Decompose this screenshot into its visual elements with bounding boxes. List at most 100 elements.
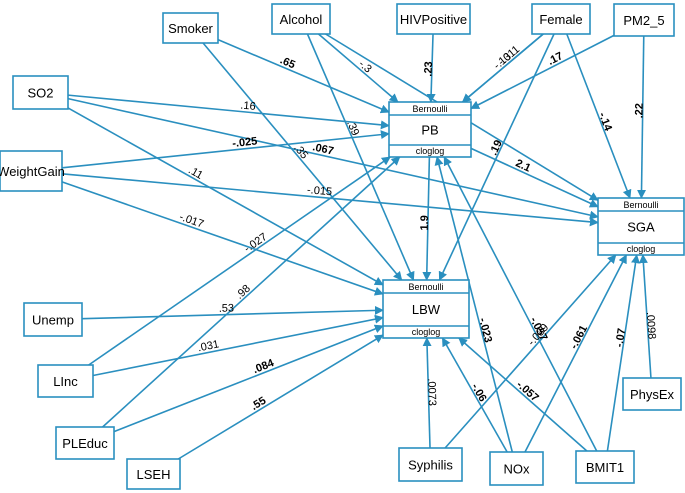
node-label: Unemp [32,313,74,328]
node-hivpositive: HIVPositive [396,3,471,35]
node-box [575,450,635,484]
node-unemp: Unemp [23,302,83,337]
node-box [12,75,69,110]
edge-pleduc-to-pb [102,156,401,428]
node-label: HIVPositive [400,12,467,27]
node-label: BMIT1 [586,460,624,475]
edge-label: -.027 [242,231,269,255]
edge-female-to-sga [566,33,632,199]
node-label: PhysEx [630,387,675,402]
edge-label: .17 [546,50,565,68]
node-box [622,377,682,411]
node-box [162,12,219,44]
node-label: Smoker [168,21,213,36]
edge-bmit1-to-sga [606,254,640,452]
node-box [388,101,472,158]
edge-label: .98 [234,283,253,302]
edge-lseh-to-lbw [177,334,384,460]
edge-label: .0073 [425,378,438,406]
edge-physex-to-sga [638,254,652,379]
edge-so2-to-pb [67,94,390,130]
node-box [613,3,675,37]
node-female: Female [531,3,591,35]
node-box [0,150,63,192]
node-link-label: cloglog [416,146,445,156]
edge-label: .53 [219,302,235,314]
node-box [531,3,591,35]
edge-label: -.015 [307,184,333,198]
edge-linc-to-lbw [92,314,384,377]
edge-hivpositive-to-pb [426,33,436,103]
node-bmit1: BMIT1 [575,450,635,484]
node-linc: LInc [37,364,94,398]
node-name-label: PB [421,123,438,138]
edge-label: .11 [186,164,205,182]
node-weightgain: WeightGain [0,150,65,192]
node-pleduc: PLEduc [55,426,115,460]
node-box [382,279,470,339]
edge-linc-to-pb [88,156,391,366]
edge-syphilis-to-lbw [422,337,432,449]
edge-label: -.14 [596,111,614,134]
node-label: LInc [53,374,78,389]
edge-label: .19 [488,138,505,157]
node-box [489,451,544,486]
edge-nox-to-lbw [441,337,508,453]
node-label: LSEH [137,467,171,482]
edge-nox-to-pb [434,156,514,453]
node-label: Alcohol [280,12,323,27]
node-name-label: LBW [412,302,441,317]
node-label: WeightGain [0,164,65,179]
edge-alcohol-to-lbw [306,33,415,281]
node-label: SO2 [27,86,53,101]
edge-label: .35 [291,142,310,161]
node-family-label: Bernoulli [408,282,443,292]
edge-label: .22 [633,103,645,118]
edge-smoker-to-lbw [202,42,403,281]
edge-label: .23 [423,61,435,77]
node-box [37,364,94,398]
edge-label: .0098 [644,311,658,339]
edge-alcohol-to-pb [317,33,399,103]
edge-unemp-to-lbw [81,305,384,320]
node-physex: PhysEx [622,377,682,411]
edge-label: -.023 [476,317,494,344]
node-syphilis: Syphilis [398,447,463,482]
edge-label: .16 [240,100,256,113]
node-label: NOx [504,462,531,477]
node-label: PM2_5 [623,13,664,28]
node-alcohol: Alcohol [271,3,331,35]
edge-label: .39 [344,119,361,138]
node-family-label: Bernoulli [412,104,447,114]
edge-so2-to-sga [67,97,599,220]
edge-pm2_5-to-pb [470,34,615,110]
node-label: Syphilis [408,458,453,473]
edge-label: .067 [311,141,335,157]
node-link-label: cloglog [627,244,656,254]
edge-label: 1.9 [419,215,431,231]
node-box [597,197,685,256]
node-pm2_5: PM2_5 [613,3,675,37]
node-nox: NOx [489,451,544,486]
edge-pb-to-sga [470,147,599,208]
edge-smoker-to-pb [217,38,390,114]
edge-label: .65 [278,54,297,71]
node-link-label: cloglog [412,327,441,337]
edge-label: .55 [249,395,268,413]
node-so2: SO2 [12,75,69,110]
edge-so2-to-lbw [67,107,384,286]
edge-label: -.025 [232,135,258,150]
node-box [55,426,115,460]
edge-label: 2.1 [514,157,533,174]
node-smoker: Smoker [162,12,219,44]
node-box [126,458,181,490]
node-label: Female [539,12,582,27]
node-box [398,447,463,482]
edge-label: .031 [197,338,220,354]
node-lseh: LSEH [126,458,181,490]
edge-label: -.061 [568,323,590,351]
edge-label: -.06 [469,382,489,404]
